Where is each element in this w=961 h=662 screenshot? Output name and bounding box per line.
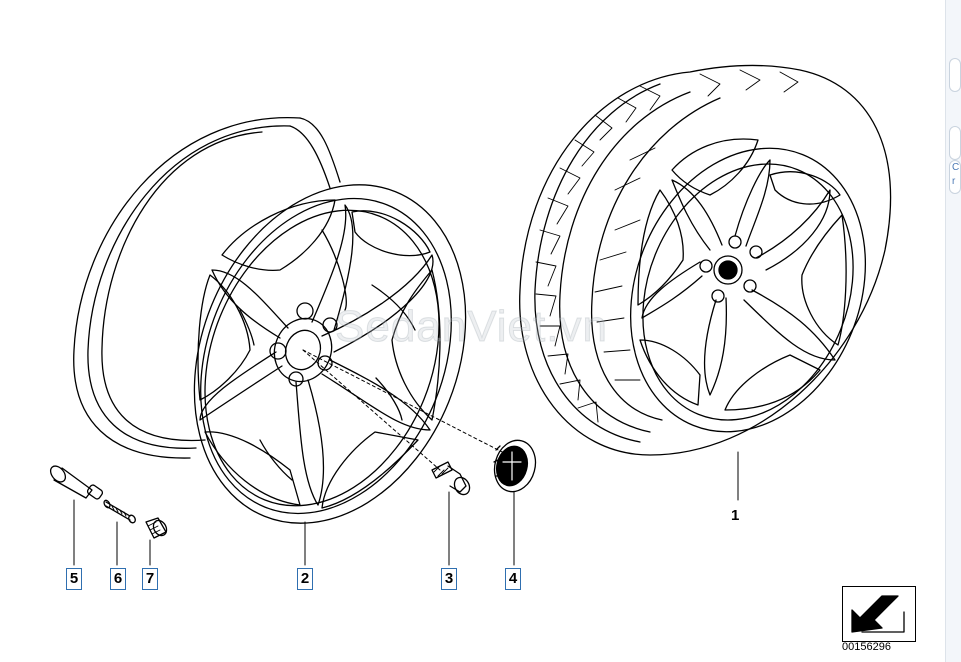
tyre-wheel-drawing — [519, 64, 892, 456]
callout-2[interactable]: 2 — [297, 568, 313, 590]
callout-1[interactable]: 1 — [731, 507, 740, 524]
side-button-bottom[interactable]: C r — [949, 160, 961, 194]
diagram-symbol-box — [842, 586, 916, 642]
callout-6[interactable]: 6 — [110, 568, 126, 590]
callout-4[interactable]: 4 — [505, 568, 521, 590]
diagram-code: 00156296 — [842, 641, 891, 653]
callout-7[interactable]: 7 — [142, 568, 158, 590]
side-button-top[interactable] — [949, 58, 961, 92]
leader-lines — [73, 349, 739, 566]
right-side-panel[interactable]: C r — [945, 0, 961, 662]
rim-drawing — [73, 117, 467, 524]
side-button-letter-2: r — [952, 176, 956, 187]
side-button-letter-1: C — [952, 162, 960, 173]
valve-body-drawing — [49, 465, 104, 500]
valve-insert-drawing — [103, 499, 136, 524]
valve-cap-drawing — [145, 517, 168, 539]
diagram-symbol-arrow — [851, 595, 905, 633]
wheel-bolt-drawing — [431, 461, 471, 496]
callout-3[interactable]: 3 — [441, 568, 457, 590]
hub-cap-drawing — [493, 439, 537, 493]
side-button-middle[interactable] — [949, 126, 961, 160]
callout-5[interactable]: 5 — [66, 568, 82, 590]
